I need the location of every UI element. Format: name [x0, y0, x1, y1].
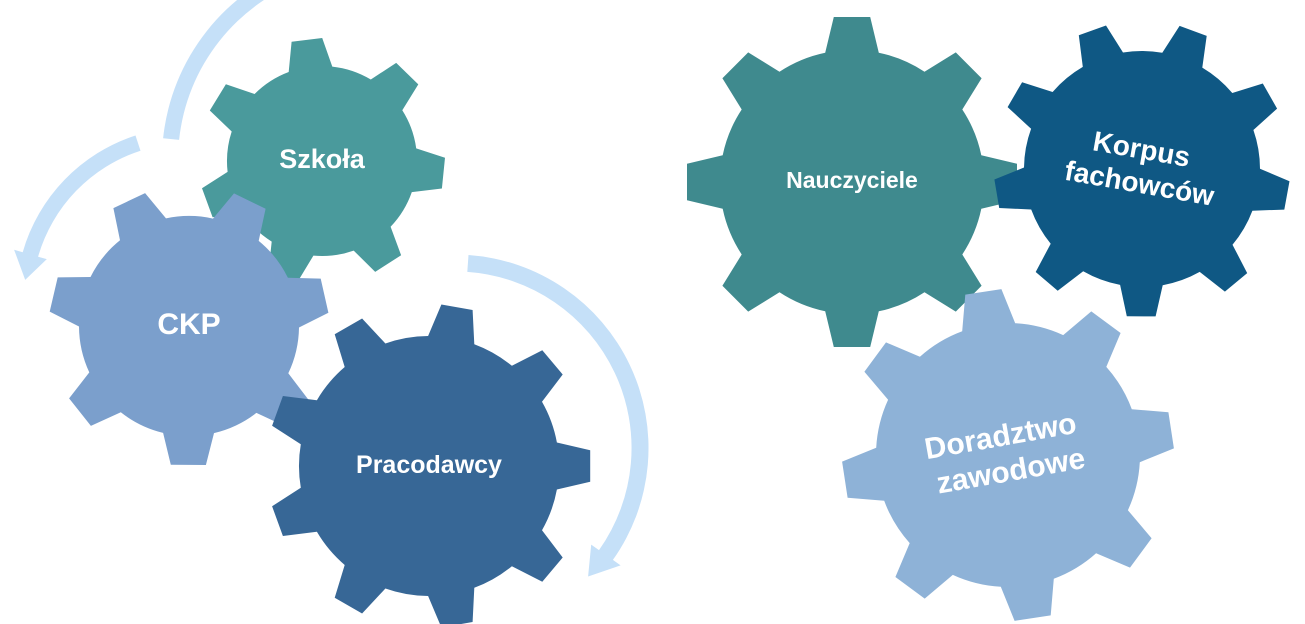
gear-nauczyciele-label: Nauczyciele [786, 167, 918, 193]
gear-pracodawcy-label: Pracodawcy [356, 451, 502, 479]
arrows-layer [14, 0, 649, 577]
gear-nauczyciele-shape [687, 17, 1017, 347]
gear-korpus: Korpus fachowców [994, 25, 1290, 317]
gear-doradztwo: Doradztwo zawodowe [842, 289, 1174, 621]
arrow-ckp-left [14, 135, 141, 280]
gear-nauczyciele: Nauczyciele [687, 17, 1017, 347]
arrow-ckp-to-szkola [163, 0, 265, 140]
arrow-pracodawcy-right [467, 255, 649, 577]
gear-pracodawcy-shape [272, 304, 591, 624]
gear-pracodawcy: Pracodawcy [272, 304, 591, 624]
gear-korpus-shape [994, 25, 1290, 317]
gear-szkola-label: Szkoła [279, 144, 366, 174]
gear-ckp: CKP [49, 193, 329, 465]
svg-text:CKP: CKP [157, 308, 220, 341]
svg-text:Szkoła: Szkoła [279, 144, 366, 174]
gears-layer: Szkoła Nauczyciele Korpus fachowców Dora… [49, 17, 1290, 624]
gear-ckp-label: CKP [157, 308, 220, 341]
svg-text:Nauczyciele: Nauczyciele [786, 167, 918, 193]
gear-doradztwo-shape [842, 289, 1174, 621]
svg-text:Pracodawcy: Pracodawcy [356, 451, 502, 479]
gear-ckp-shape [49, 193, 329, 465]
